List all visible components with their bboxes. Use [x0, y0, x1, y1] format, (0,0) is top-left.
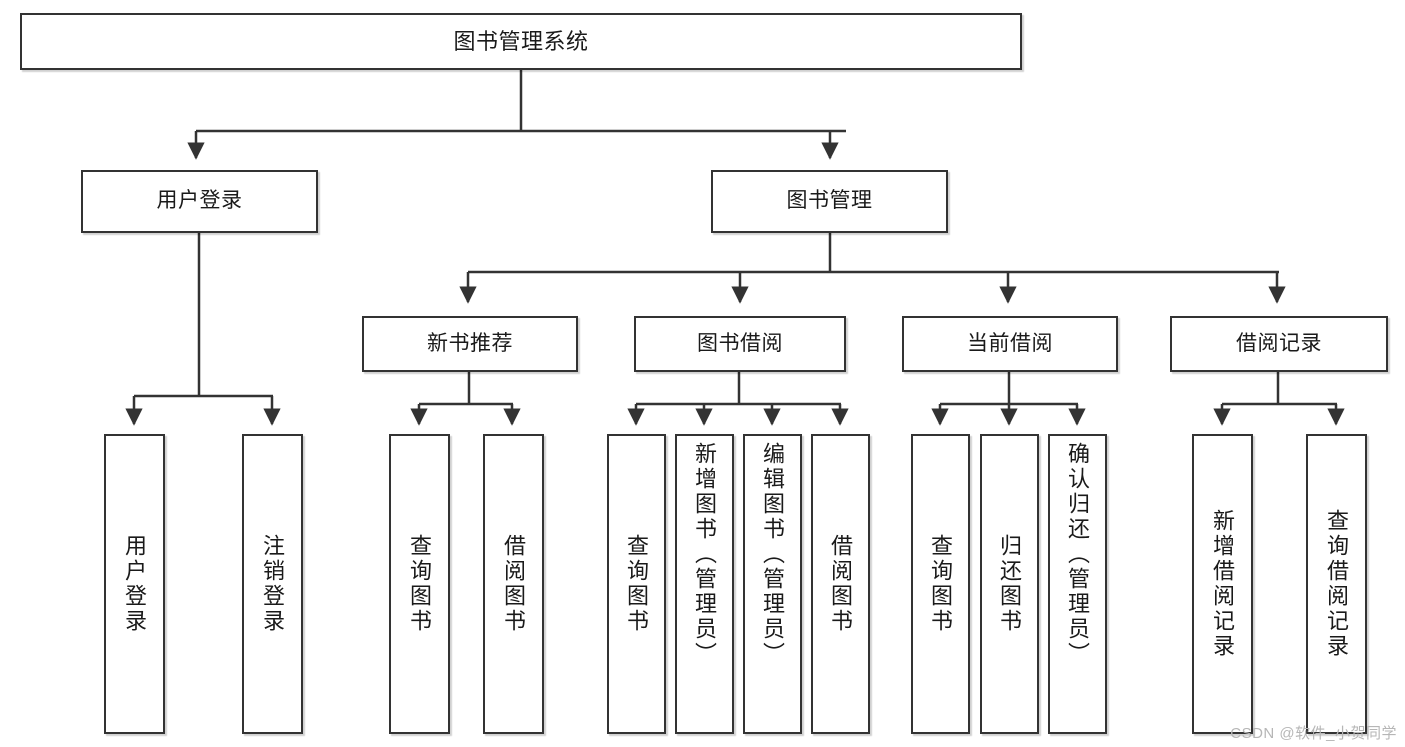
node-label: 编辑图书（管理员） — [760, 442, 786, 667]
node-label: 新书推荐 — [427, 331, 513, 355]
csdn-watermark: CSDN @软件_小贺同学 — [1230, 725, 1397, 742]
node-current-borrow[interactable]: 当前借阅 — [902, 316, 1118, 372]
node-label: 用户登录 — [122, 534, 148, 634]
node-label: 图书管理 — [786, 189, 873, 213]
leaf-query-book-1[interactable]: 查询图书 — [389, 434, 450, 734]
node-book-manage[interactable]: 图书管理 — [711, 170, 948, 233]
node-label: 新增图书（管理员） — [692, 442, 718, 667]
node-label: 当前借阅 — [967, 331, 1053, 355]
node-label: 查询图书 — [624, 534, 650, 634]
node-user-login[interactable]: 用户登录 — [81, 170, 318, 233]
node-label: 借阅记录 — [1236, 331, 1322, 355]
leaf-edit-book[interactable]: 编辑图书（管理员） — [743, 434, 802, 734]
leaf-user-login[interactable]: 用户登录 — [104, 434, 165, 734]
node-label: 用户登录 — [156, 189, 243, 213]
node-label: 借阅图书 — [828, 534, 854, 634]
leaf-add-record[interactable]: 新增借阅记录 — [1192, 434, 1253, 734]
node-label: 注销登录 — [260, 534, 286, 634]
node-new-book-rec[interactable]: 新书推荐 — [362, 316, 578, 372]
node-label: 确认归还（管理员） — [1065, 442, 1091, 667]
node-label: 图书管理系统 — [453, 28, 589, 54]
leaf-query-book-3[interactable]: 查询图书 — [911, 434, 970, 734]
node-label: 查询图书 — [928, 534, 954, 634]
node-borrow-record[interactable]: 借阅记录 — [1170, 316, 1388, 372]
leaf-query-record[interactable]: 查询借阅记录 — [1306, 434, 1367, 734]
node-label: 归还图书 — [997, 534, 1023, 634]
node-root-system[interactable]: 图书管理系统 — [20, 13, 1022, 70]
node-label: 查询图书 — [407, 534, 433, 634]
node-label: 新增借阅记录 — [1210, 509, 1236, 659]
leaf-return-book[interactable]: 归还图书 — [980, 434, 1039, 734]
node-book-borrow[interactable]: 图书借阅 — [634, 316, 846, 372]
node-label: 图书借阅 — [697, 331, 783, 355]
leaf-borrow-book-2[interactable]: 借阅图书 — [811, 434, 870, 734]
node-label: 借阅图书 — [501, 534, 527, 634]
leaf-query-book-2[interactable]: 查询图书 — [607, 434, 666, 734]
leaf-confirm-return[interactable]: 确认归还（管理员） — [1048, 434, 1107, 734]
leaf-add-book[interactable]: 新增图书（管理员） — [675, 434, 734, 734]
leaf-borrow-book-1[interactable]: 借阅图书 — [483, 434, 544, 734]
leaf-user-logout[interactable]: 注销登录 — [242, 434, 303, 734]
node-label: 查询借阅记录 — [1324, 509, 1350, 659]
